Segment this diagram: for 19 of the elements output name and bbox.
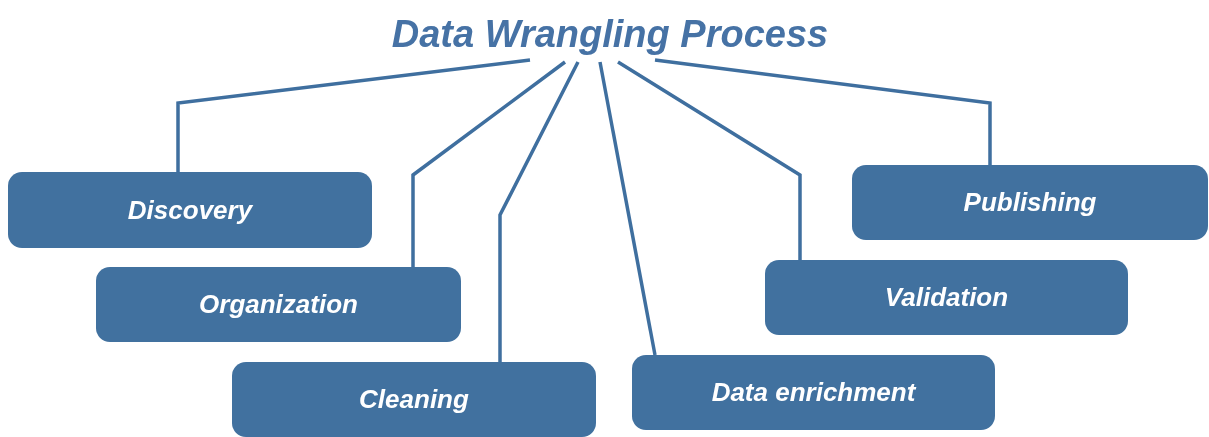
box-label: Organization — [199, 289, 358, 320]
process-box — [852, 165, 1208, 240]
box-label: Discovery — [127, 194, 253, 226]
connector-line — [411, 60, 567, 267]
connector-line — [176, 58, 531, 172]
box-label: Data enrichment — [711, 377, 916, 408]
connector-line — [598, 61, 657, 356]
process-box — [765, 260, 1128, 335]
box-label: Validation — [884, 282, 1009, 313]
connector-line — [654, 58, 992, 165]
process-box — [632, 355, 995, 430]
process-box — [8, 172, 372, 248]
process-box — [232, 362, 596, 437]
central-node-label: Data Wrangling Process — [391, 12, 829, 56]
connector-line — [498, 61, 580, 362]
box-label: Cleaning — [359, 384, 469, 415]
connector-line — [617, 60, 802, 260]
box-label: Publishing — [963, 187, 1097, 218]
process-box — [96, 267, 461, 342]
